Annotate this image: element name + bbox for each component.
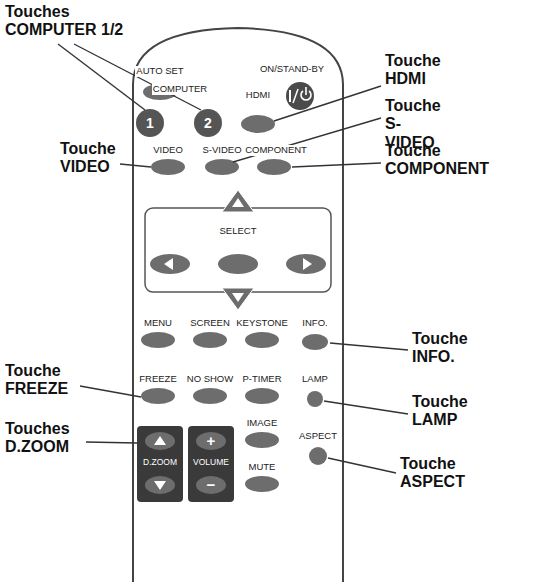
button-label: LAMP [301,374,329,385]
leader-line [80,386,141,397]
callout-label: Touche VIDEO [60,140,116,177]
power-button [286,82,314,110]
remote-body [133,28,343,582]
callout-label: Touche INFO. [412,330,468,367]
leader-line [120,164,151,167]
volume-sign: + [207,432,216,449]
button-label: ASPECT [298,431,338,442]
button-label: VIDEO [152,145,184,156]
leader-line [330,343,408,350]
leader-line [58,44,145,110]
zoom-volume-block [137,426,234,502]
callout-label: Touche ASPECT [400,455,465,492]
callout-label: Touche LAMP [412,393,468,430]
button-label: ON/STAND-BY [259,64,325,75]
callout-label: Touche HDMI [385,52,441,89]
button-label: INFO. [301,318,328,329]
block-label: VOLUME [192,458,230,468]
button-label: NO SHOW [186,374,234,385]
leader-line [328,458,396,473]
button-label: AUTO SET [135,66,184,77]
leader-line [233,118,381,162]
button-label: HDMI [245,90,271,101]
callout-label: Touches COMPUTER 1/2 [5,3,145,40]
volume-sign: − [207,476,216,493]
button-label: SCREEN [189,318,231,329]
callout-label: Touche FREEZE [5,362,68,399]
button-number: 1 [146,115,154,131]
button-number: 2 [204,115,212,131]
button-label: IMAGE [246,418,279,429]
button-label: P-TIMER [241,374,282,385]
leader-line [74,44,201,110]
button-label: MENU [143,318,173,329]
leader-line [292,163,381,167]
leader-line [274,86,381,121]
button-label: COMPONENT [244,145,308,156]
button-label: FREEZE [138,374,177,385]
button-label: S-VIDEO [201,145,242,156]
button-label: COMPUTER [152,84,208,95]
block-label: D.ZOOM [142,458,178,468]
callout-label: Touches D.ZOOM [5,420,70,457]
leader-line [86,442,137,443]
button-label: MUTE [248,462,277,473]
leader-line [324,401,408,414]
button-label: KEYSTONE [235,318,289,329]
callout-label: Touche COMPONENT [385,142,489,179]
select-pad [145,190,331,310]
button-label: SELECT [219,226,258,237]
